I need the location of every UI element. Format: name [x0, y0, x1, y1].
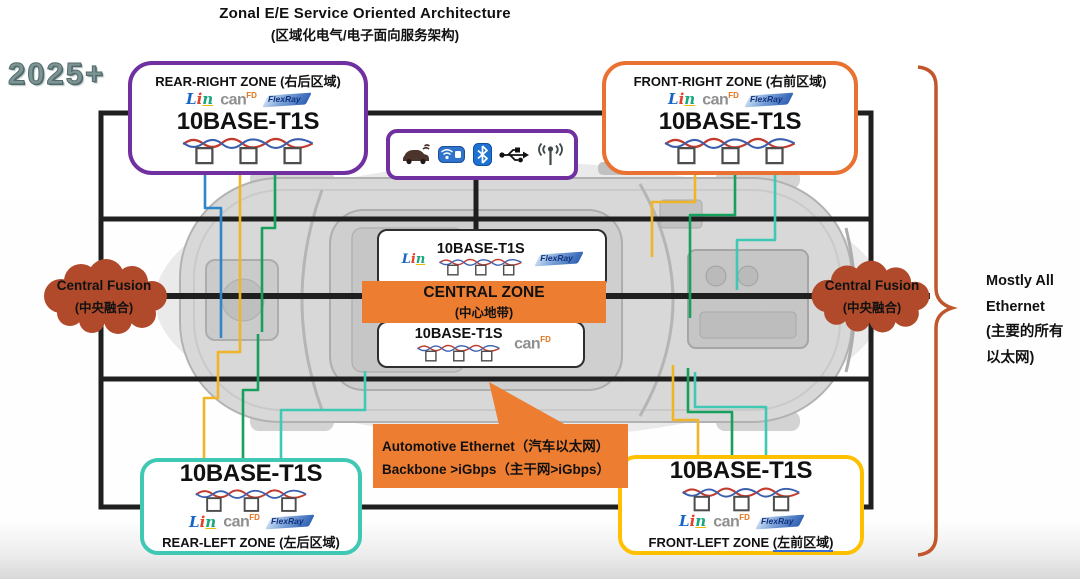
central-zone-bottom-box: 10BASE-T1S canFD — [377, 321, 585, 368]
connectivity-icon-bar — [386, 129, 578, 180]
diagram-title: Zonal E/E Service Oriented Architecture … — [165, 5, 565, 44]
flexray-logo: FlexRay — [265, 515, 315, 530]
flexray-logo: FlexRay — [262, 92, 312, 108]
zone-box-front-right: FRONT-RIGHT ZONE (右前区域) Lin canFD FlexRa… — [602, 61, 858, 175]
central-zone-title: CENTRAL ZONE — [423, 283, 545, 301]
central-zone-subtitle: (中心地带) — [454, 305, 514, 320]
zone-box-front-left: 10BASE-T1S Lin canFD FlexRay FRONT-LEFT … — [618, 455, 864, 555]
can-fd-logo: canFD — [702, 90, 739, 108]
can-fd-logo: canFD — [220, 90, 257, 108]
central-zone-top-box: Lin 10BASE-T1S FlexRay — [377, 229, 607, 289]
zone-label: FRONT-RIGHT ZONE (右前区域) — [633, 73, 827, 89]
twisted-pair-bus — [411, 343, 506, 362]
tech-label: 10BASE-T1S — [179, 460, 323, 487]
protocol-logos: Lin canFD FlexRay — [668, 90, 794, 109]
can-fd-logo: canFD — [713, 512, 750, 530]
lin-logo: Lin — [401, 251, 426, 267]
callout-pointer — [489, 382, 566, 425]
zone-box-rear-left: 10BASE-T1S Lin canFD FlexRay REAR-LEFT Z… — [140, 458, 362, 555]
zone-label-underlined: (左前区域) — [772, 534, 834, 552]
bluetooth-icon — [472, 143, 492, 166]
tech-label: 10BASE-T1S — [414, 326, 503, 343]
central-zone-banner: CENTRAL ZONE (中心地带) — [362, 281, 606, 323]
wifi-icon — [438, 146, 465, 163]
title-zh: (区域化电气/电子面向服务架构) — [270, 28, 460, 43]
title-en: Zonal E/E Service Oriented Architecture — [219, 5, 511, 22]
twisted-pair-bus — [181, 487, 321, 513]
twisted-pair-bus — [173, 135, 323, 165]
lin-logo: Lin — [679, 512, 707, 531]
tech-label: 10BASE-T1S — [176, 107, 320, 135]
can-fd-logo: canFD — [514, 335, 551, 353]
flexray-logo: FlexRay — [744, 92, 794, 108]
flexray-logo: FlexRay — [534, 251, 585, 267]
central-fusion-label-right: Central Fusion (中央融合) — [824, 278, 920, 315]
protocol-logos: Lin canFD FlexRay — [186, 90, 312, 109]
antenna-icon — [537, 143, 563, 165]
tech-label: 10BASE-T1S — [669, 457, 813, 485]
lin-logo: Lin — [186, 90, 214, 109]
era-label: 2025+ — [7, 56, 106, 92]
twisted-pair-bus — [671, 485, 811, 512]
tech-label: 10BASE-T1S — [658, 107, 802, 135]
zone-label: REAR-RIGHT ZONE (右后区域) — [155, 73, 341, 89]
zone-label: REAR-LEFT ZONE (左后区域) — [162, 535, 340, 550]
twisted-pair-bus — [655, 135, 805, 165]
can-fd-logo: canFD — [223, 513, 260, 531]
car-connectivity-icon — [402, 143, 430, 164]
twisted-pair-bus — [433, 257, 528, 276]
central-fusion-label-left: Central Fusion (中央融合) — [56, 278, 152, 315]
zone-box-rear-right: REAR-RIGHT ZONE (右后区域) Lin canFD FlexRay… — [128, 61, 368, 175]
mostly-all-ethernet-note: Mostly All Ethernet (主要的所有 以太网) — [986, 273, 1064, 366]
lin-logo: Lin — [668, 90, 696, 109]
usb-icon — [499, 147, 529, 162]
zone-label: FRONT-LEFT ZONE (左前区域) — [648, 534, 834, 552]
protocol-logos: Lin canFD FlexRay — [189, 512, 315, 531]
lin-logo: Lin — [189, 512, 217, 531]
protocol-logos: Lin canFD FlexRay — [679, 512, 805, 531]
tech-label: 10BASE-T1S — [436, 240, 525, 257]
flexray-logo: FlexRay — [755, 514, 805, 530]
automotive-ethernet-callout: Automotive Ethernet（汽车以太网） Backbone >iGb… — [373, 424, 628, 488]
